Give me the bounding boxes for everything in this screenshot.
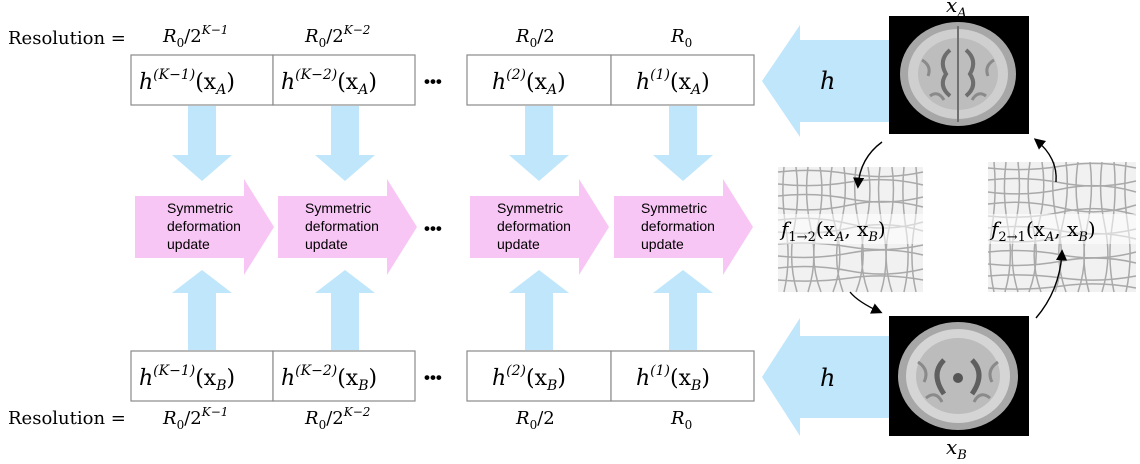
encoder-label-bottom: h [820, 364, 835, 392]
encoder-label-top: h [820, 67, 835, 95]
down-arrow-2 [315, 106, 375, 181]
down-arrow-1 [172, 106, 232, 181]
feature-label-bottom-2: h(K−2)(xB) [281, 363, 377, 394]
resolution-top-3: R0/2 [515, 26, 555, 50]
ellipsis-middle: ••• [424, 219, 442, 238]
update-blocks [135, 179, 753, 275]
deformation-label-backward: f2→1(xA, xB) [989, 217, 1096, 245]
feature-row-bottom: h(K−1)(xB) h(K−2)(xB) h(2)(xB) h(1)(xB) [130, 350, 755, 402]
deformation-label-backward-bg [988, 214, 1138, 244]
arrow-image-a-to-forward [853, 141, 883, 189]
image-label-bottom: xB [946, 435, 967, 463]
arrow-image-b-to-backward [1035, 249, 1068, 319]
resolution-top-row: R0/2K−1 R0/2K−2 R0/2 R0 [162, 23, 692, 50]
update-arrow-2 [278, 179, 417, 275]
resolution-top-1: R0/2K−1 [162, 23, 228, 50]
up-arrow-2 [315, 270, 375, 350]
feature-box-bottom-2 [272, 350, 416, 402]
resolution-bottom-row: R0/2K−1 R0/2K−2 R0/2 R0 [162, 405, 692, 432]
image-label-top: xA [946, 0, 967, 21]
resolution-top-2: R0/2K−2 [304, 23, 370, 50]
up-arrow-1 [172, 270, 232, 350]
down-arrows [172, 106, 713, 181]
down-arrow-3 [509, 106, 569, 181]
up-arrows [172, 270, 713, 350]
feature-box-bottom-3 [466, 350, 612, 402]
up-arrow-4 [653, 270, 713, 350]
resolution-bottom-3: R0/2 [515, 408, 555, 432]
encoder-arrow-bottom [762, 318, 889, 436]
ellipsis-bottom: ••• [424, 368, 442, 387]
resolution-label-bottom: Resolution = [8, 408, 126, 429]
resolution-label-top: Resolution = [8, 28, 126, 49]
resolution-top-4: R0 [670, 26, 692, 50]
encoder-arrow-top [762, 25, 889, 137]
deformation-label-forward: f1→2(xA, xB) [779, 217, 886, 245]
update-arrow-1 [135, 179, 274, 275]
resolution-bottom-2: R0/2K−2 [304, 405, 370, 432]
feature-row-top: h(K−1)(xA) h(K−2)(xA) h(2)(xA) h(1)(xA) [130, 54, 755, 106]
brain-image-top [889, 16, 1029, 134]
feature-label-top-3: h(2)(xA) [492, 67, 566, 98]
arrow-backward-to-image-a [1033, 138, 1057, 183]
feature-box-top-2 [272, 54, 416, 106]
arrow-forward-to-image-b [849, 291, 883, 314]
down-arrow-4 [653, 106, 713, 181]
feature-box-bottom-4 [610, 350, 755, 402]
feature-label-top-2: h(K−2)(xA) [281, 67, 377, 98]
feature-box-bottom-1 [130, 350, 274, 402]
resolution-bottom-1: R0/2K−1 [162, 405, 228, 432]
feature-box-top-4 [610, 54, 755, 106]
up-arrow-3 [509, 270, 569, 350]
feature-box-top-1 [130, 54, 274, 106]
feature-box-top-3 [466, 54, 612, 106]
resolution-bottom-4: R0 [670, 408, 692, 432]
deformation-label-forward-bg [778, 214, 928, 244]
update-arrow-3 [470, 179, 609, 275]
feature-label-bottom-4: h(1)(xB) [636, 363, 710, 394]
feature-label-top-1: h(K−1)(xA) [139, 67, 235, 98]
brain-image-bottom [889, 316, 1029, 436]
cycle-arrows [849, 138, 1068, 319]
feature-label-top-4: h(1)(xA) [636, 67, 710, 98]
update-arrow-4 [614, 179, 753, 275]
feature-label-bottom-3: h(2)(xB) [492, 363, 566, 394]
feature-label-bottom-1: h(K−1)(xB) [139, 363, 235, 394]
ellipsis-top: ••• [424, 72, 442, 91]
